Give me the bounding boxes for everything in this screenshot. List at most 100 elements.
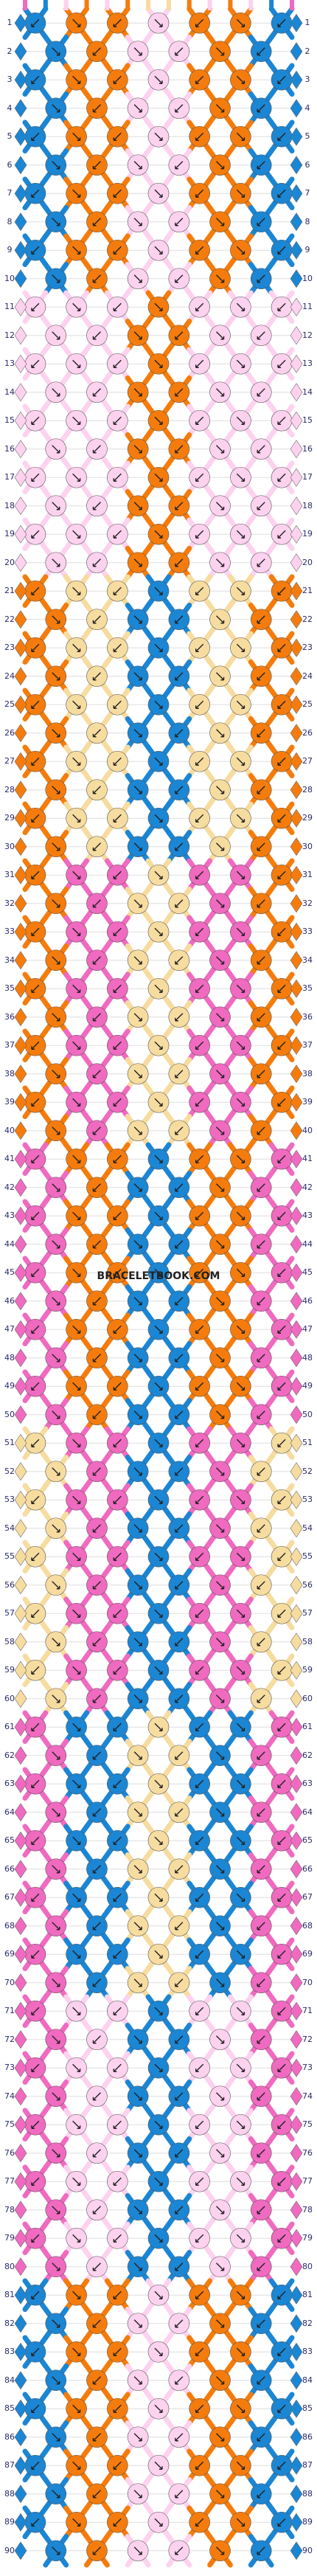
knot <box>24 1716 46 1738</box>
knot <box>45 552 67 574</box>
row-number-right: 3 <box>304 75 310 85</box>
knot <box>189 693 210 716</box>
knot <box>24 1545 46 1568</box>
row-number-right: 27 <box>302 756 313 766</box>
edge-knot-left <box>14 212 27 232</box>
knot <box>230 1318 251 1340</box>
edge-knot-right <box>290 2285 303 2305</box>
row-number-right: 42 <box>302 1182 313 1192</box>
edge-knot-left <box>14 1292 27 1311</box>
knot <box>189 750 210 772</box>
knot <box>209 2540 231 2562</box>
knot <box>271 1943 293 1965</box>
knot <box>86 1290 108 1312</box>
knot <box>66 69 87 91</box>
knot <box>66 2227 87 2249</box>
knot <box>147 1318 170 1340</box>
row-number-right: 72 <box>302 2034 313 2044</box>
knot <box>45 1574 67 1596</box>
knot <box>168 2029 190 2051</box>
knot <box>127 438 149 460</box>
knot <box>271 182 293 204</box>
row-number-left: 9 <box>7 245 13 255</box>
knot <box>168 1347 190 1369</box>
knot <box>86 1858 108 1880</box>
row-number-left: 35 <box>4 983 15 994</box>
edge-knot-right <box>290 1917 303 1936</box>
knot <box>168 268 190 290</box>
edge-knot-left <box>14 1320 27 1339</box>
edge-knot-left <box>14 1036 27 1055</box>
knot <box>147 921 170 943</box>
knot <box>168 1063 190 1085</box>
row-number-right: 75 <box>302 2119 313 2130</box>
knot <box>24 693 46 716</box>
knot <box>66 1943 87 1965</box>
edge-knot-left <box>14 1008 27 1027</box>
knot <box>127 949 149 972</box>
knot <box>127 1574 149 1596</box>
row-number-right: 85 <box>302 2403 313 2414</box>
knot <box>230 1205 251 1227</box>
knot <box>250 1915 272 1937</box>
knot <box>250 1233 272 1256</box>
row-number-right: 57 <box>302 1608 313 1618</box>
edge-knot-right <box>290 524 303 544</box>
edge-knot-right <box>290 99 303 118</box>
knot <box>168 1972 190 1994</box>
knot <box>147 1034 170 1056</box>
knot <box>168 2369 190 2392</box>
knot <box>271 1318 293 1340</box>
edge-knot-left <box>14 411 27 430</box>
knot <box>168 1631 190 1653</box>
knot <box>45 665 67 688</box>
knot <box>107 182 128 204</box>
edge-knot-left <box>14 269 27 288</box>
edge-knot-left <box>14 2371 27 2390</box>
row-number-right: 4 <box>304 103 310 113</box>
knot <box>189 2284 210 2306</box>
knot <box>66 1659 87 1681</box>
knot <box>250 41 272 63</box>
row-number-left: 34 <box>4 955 15 965</box>
row-number-left: 37 <box>4 1040 15 1050</box>
row-number-left: 14 <box>4 387 15 397</box>
knot <box>168 836 190 858</box>
knot <box>66 580 87 602</box>
knot <box>127 2029 149 2051</box>
knot <box>271 2000 293 2022</box>
knot <box>66 693 87 716</box>
knot <box>45 154 67 176</box>
row-number-right: 68 <box>302 1920 313 1931</box>
edge-knot-left <box>14 2201 27 2220</box>
row-number-left: 45 <box>4 1267 15 1278</box>
knot <box>24 864 46 886</box>
knot <box>66 1034 87 1056</box>
edge-knot-right <box>290 2314 303 2333</box>
knot <box>24 296 46 318</box>
knot <box>107 1091 128 1113</box>
knot <box>147 296 170 318</box>
knot <box>107 2000 128 2022</box>
knot <box>230 239 251 261</box>
row-number-right: 8 <box>304 216 310 226</box>
knot <box>230 1261 251 1284</box>
knot <box>107 580 128 602</box>
edge-knot-left <box>14 2285 27 2305</box>
row-number-right: 31 <box>302 870 313 880</box>
edge-knot-right <box>290 1093 303 1112</box>
row-number-left: 49 <box>4 1381 15 1391</box>
knot <box>271 1091 293 1113</box>
knot <box>250 2085 272 2108</box>
edge-knot-left <box>14 2257 27 2276</box>
knot <box>168 211 190 233</box>
edge-knot-left <box>14 2115 27 2134</box>
knot <box>24 182 46 204</box>
knot <box>209 1404 231 1426</box>
knot <box>209 1631 231 1653</box>
knot <box>66 296 87 318</box>
knot <box>107 1261 128 1284</box>
row-number-left: 65 <box>4 1835 15 1846</box>
row-number-left: 3 <box>7 75 13 85</box>
